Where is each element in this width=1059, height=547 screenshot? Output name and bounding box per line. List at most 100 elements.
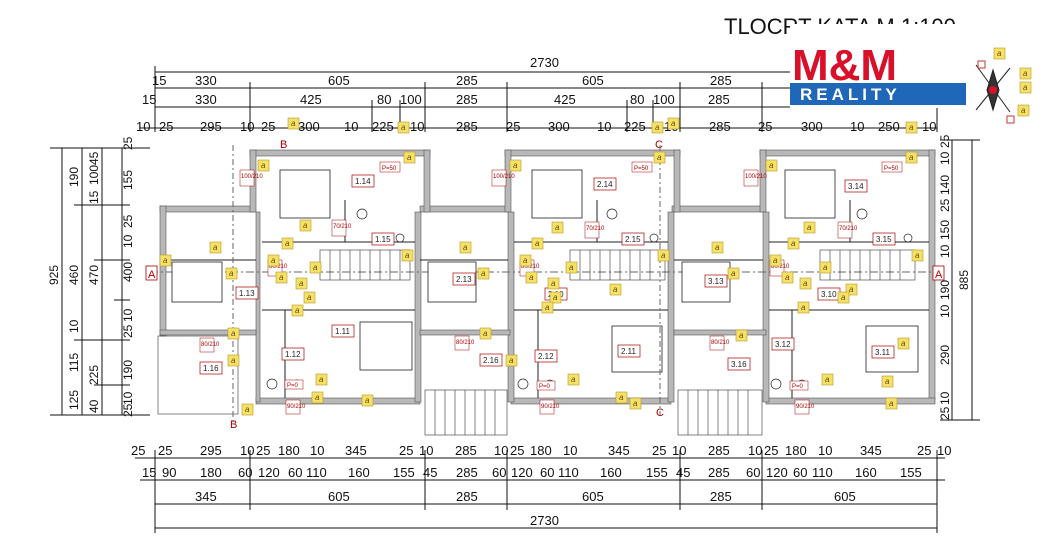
svg-text:P=50: P=50 (382, 166, 397, 172)
svg-text:400: 400 (121, 262, 135, 282)
svg-text:180: 180 (200, 465, 222, 480)
svg-text:25: 25 (510, 443, 524, 458)
svg-text:10: 10 (748, 443, 762, 458)
note-tag-icon (727, 267, 740, 280)
note-tag-letter: a (315, 393, 320, 402)
note-tag-letter: a (509, 356, 514, 365)
note-tag-letter: a (671, 119, 676, 128)
note-tag-letter: a (261, 161, 266, 170)
svg-text:100: 100 (400, 92, 422, 107)
svg-text:10: 10 (850, 119, 864, 134)
note-tag-letter: a (619, 393, 624, 402)
door-labels: 100/210 80/210 70/210 P=50 P=0 90/210 80… (199, 161, 903, 415)
note-tag-icon (765, 159, 778, 172)
note-tag-letter: a (295, 306, 300, 315)
note-tag-letter: a (613, 285, 618, 294)
svg-text:25: 25 (159, 119, 173, 134)
room-label: 2.13 (456, 275, 472, 284)
svg-text:60: 60 (492, 465, 506, 480)
note-tag-icon (787, 237, 800, 250)
svg-text:160: 160 (855, 465, 877, 480)
room-label: 1.14 (355, 177, 371, 186)
svg-text:25: 25 (917, 443, 931, 458)
note-tag-icon (303, 291, 316, 304)
svg-text:190: 190 (67, 167, 81, 187)
svg-text:250: 250 (878, 119, 900, 134)
note-tag-icon (885, 397, 898, 410)
svg-text:150: 150 (938, 220, 952, 240)
note-tag-letter: a (481, 269, 486, 278)
note-tag-letter: a (523, 256, 528, 265)
note-tag-icon (615, 391, 628, 404)
svg-text:10: 10 (938, 244, 952, 258)
svg-text:225: 225 (624, 119, 646, 134)
note-tag-letter: a (307, 293, 312, 302)
note-tag-letter: a (299, 279, 304, 288)
note-tag-letter: a (365, 396, 370, 405)
svg-text:15: 15 (152, 73, 166, 88)
note-tag-letter: a (791, 239, 796, 248)
svg-text:155: 155 (121, 170, 135, 190)
note-tag-letter: a (163, 256, 168, 265)
svg-text:10: 10 (410, 119, 424, 134)
svg-text:80/210: 80/210 (771, 264, 790, 270)
svg-text:155: 155 (900, 465, 922, 480)
note-tag-letter: a (535, 239, 540, 248)
note-tag-letter: a (785, 273, 790, 282)
note-tag-icon (803, 221, 816, 234)
svg-text:885: 885 (957, 270, 971, 290)
svg-text:345: 345 (860, 443, 882, 458)
note-tag-icon (819, 261, 832, 274)
note-tag-letter: a (303, 221, 308, 230)
svg-text:25: 25 (506, 119, 520, 134)
svg-text:80/210: 80/210 (711, 340, 730, 346)
svg-text:225: 225 (372, 119, 394, 134)
note-tag-icon (609, 283, 622, 296)
note-tag-icon (315, 373, 328, 386)
note-tag-icon (651, 121, 664, 134)
axis-label-a-right: A (935, 269, 943, 281)
note-tag-icon (1019, 81, 1032, 94)
svg-text:25: 25 (938, 198, 952, 212)
svg-text:160: 160 (348, 465, 370, 480)
note-tag-letter: a (997, 49, 1002, 58)
svg-text:605: 605 (582, 489, 604, 504)
svg-text:10: 10 (938, 304, 952, 318)
note-tag-letter: a (1023, 83, 1028, 92)
room-label: 2.15 (625, 235, 641, 244)
note-tag-letter: a (313, 263, 318, 272)
room-label: 1.11 (335, 327, 351, 336)
note-tag-letter: a (841, 293, 846, 302)
note-tag-icon (311, 391, 324, 404)
right-dimensions (940, 139, 980, 421)
svg-text:P=0: P=0 (792, 384, 804, 390)
room-labels: 1.14 1.15 1.13 1.12 1.11 1.16 2.14 2.15 … (199, 174, 896, 375)
note-tag-icon (159, 254, 172, 267)
note-tag-icon (459, 241, 472, 254)
bottom-total-dimension: 2730 (530, 513, 559, 528)
note-tag-letter: a (823, 263, 828, 272)
room-label: 3.10 (821, 290, 837, 299)
note-tag-icon (551, 221, 564, 234)
note-tag-icon (209, 241, 222, 254)
note-tag-icon (505, 354, 518, 367)
note-tag-letter: a (885, 377, 890, 386)
svg-text:10: 10 (597, 119, 611, 134)
svg-text:285: 285 (708, 92, 730, 107)
note-tag-icon (629, 397, 642, 410)
note-tag-letter: a (291, 119, 296, 128)
svg-text:60: 60 (238, 465, 252, 480)
top-dim-row3: 10 25 295 10 25 300 10 225 10 285 25 300… (136, 119, 936, 134)
svg-text:80/210: 80/210 (456, 340, 475, 346)
note-tag-letter: a (463, 243, 468, 252)
note-tag-letter: a (661, 251, 666, 260)
svg-text:25: 25 (121, 403, 135, 417)
room-label: 3.11 (875, 348, 891, 357)
note-tag-icon (567, 373, 580, 386)
svg-text:80/210: 80/210 (269, 264, 288, 270)
svg-text:300: 300 (801, 119, 823, 134)
svg-text:10: 10 (419, 443, 433, 458)
note-tag-icon (241, 403, 254, 416)
svg-text:15: 15 (87, 190, 101, 204)
note-tag-letter: a (571, 375, 576, 384)
